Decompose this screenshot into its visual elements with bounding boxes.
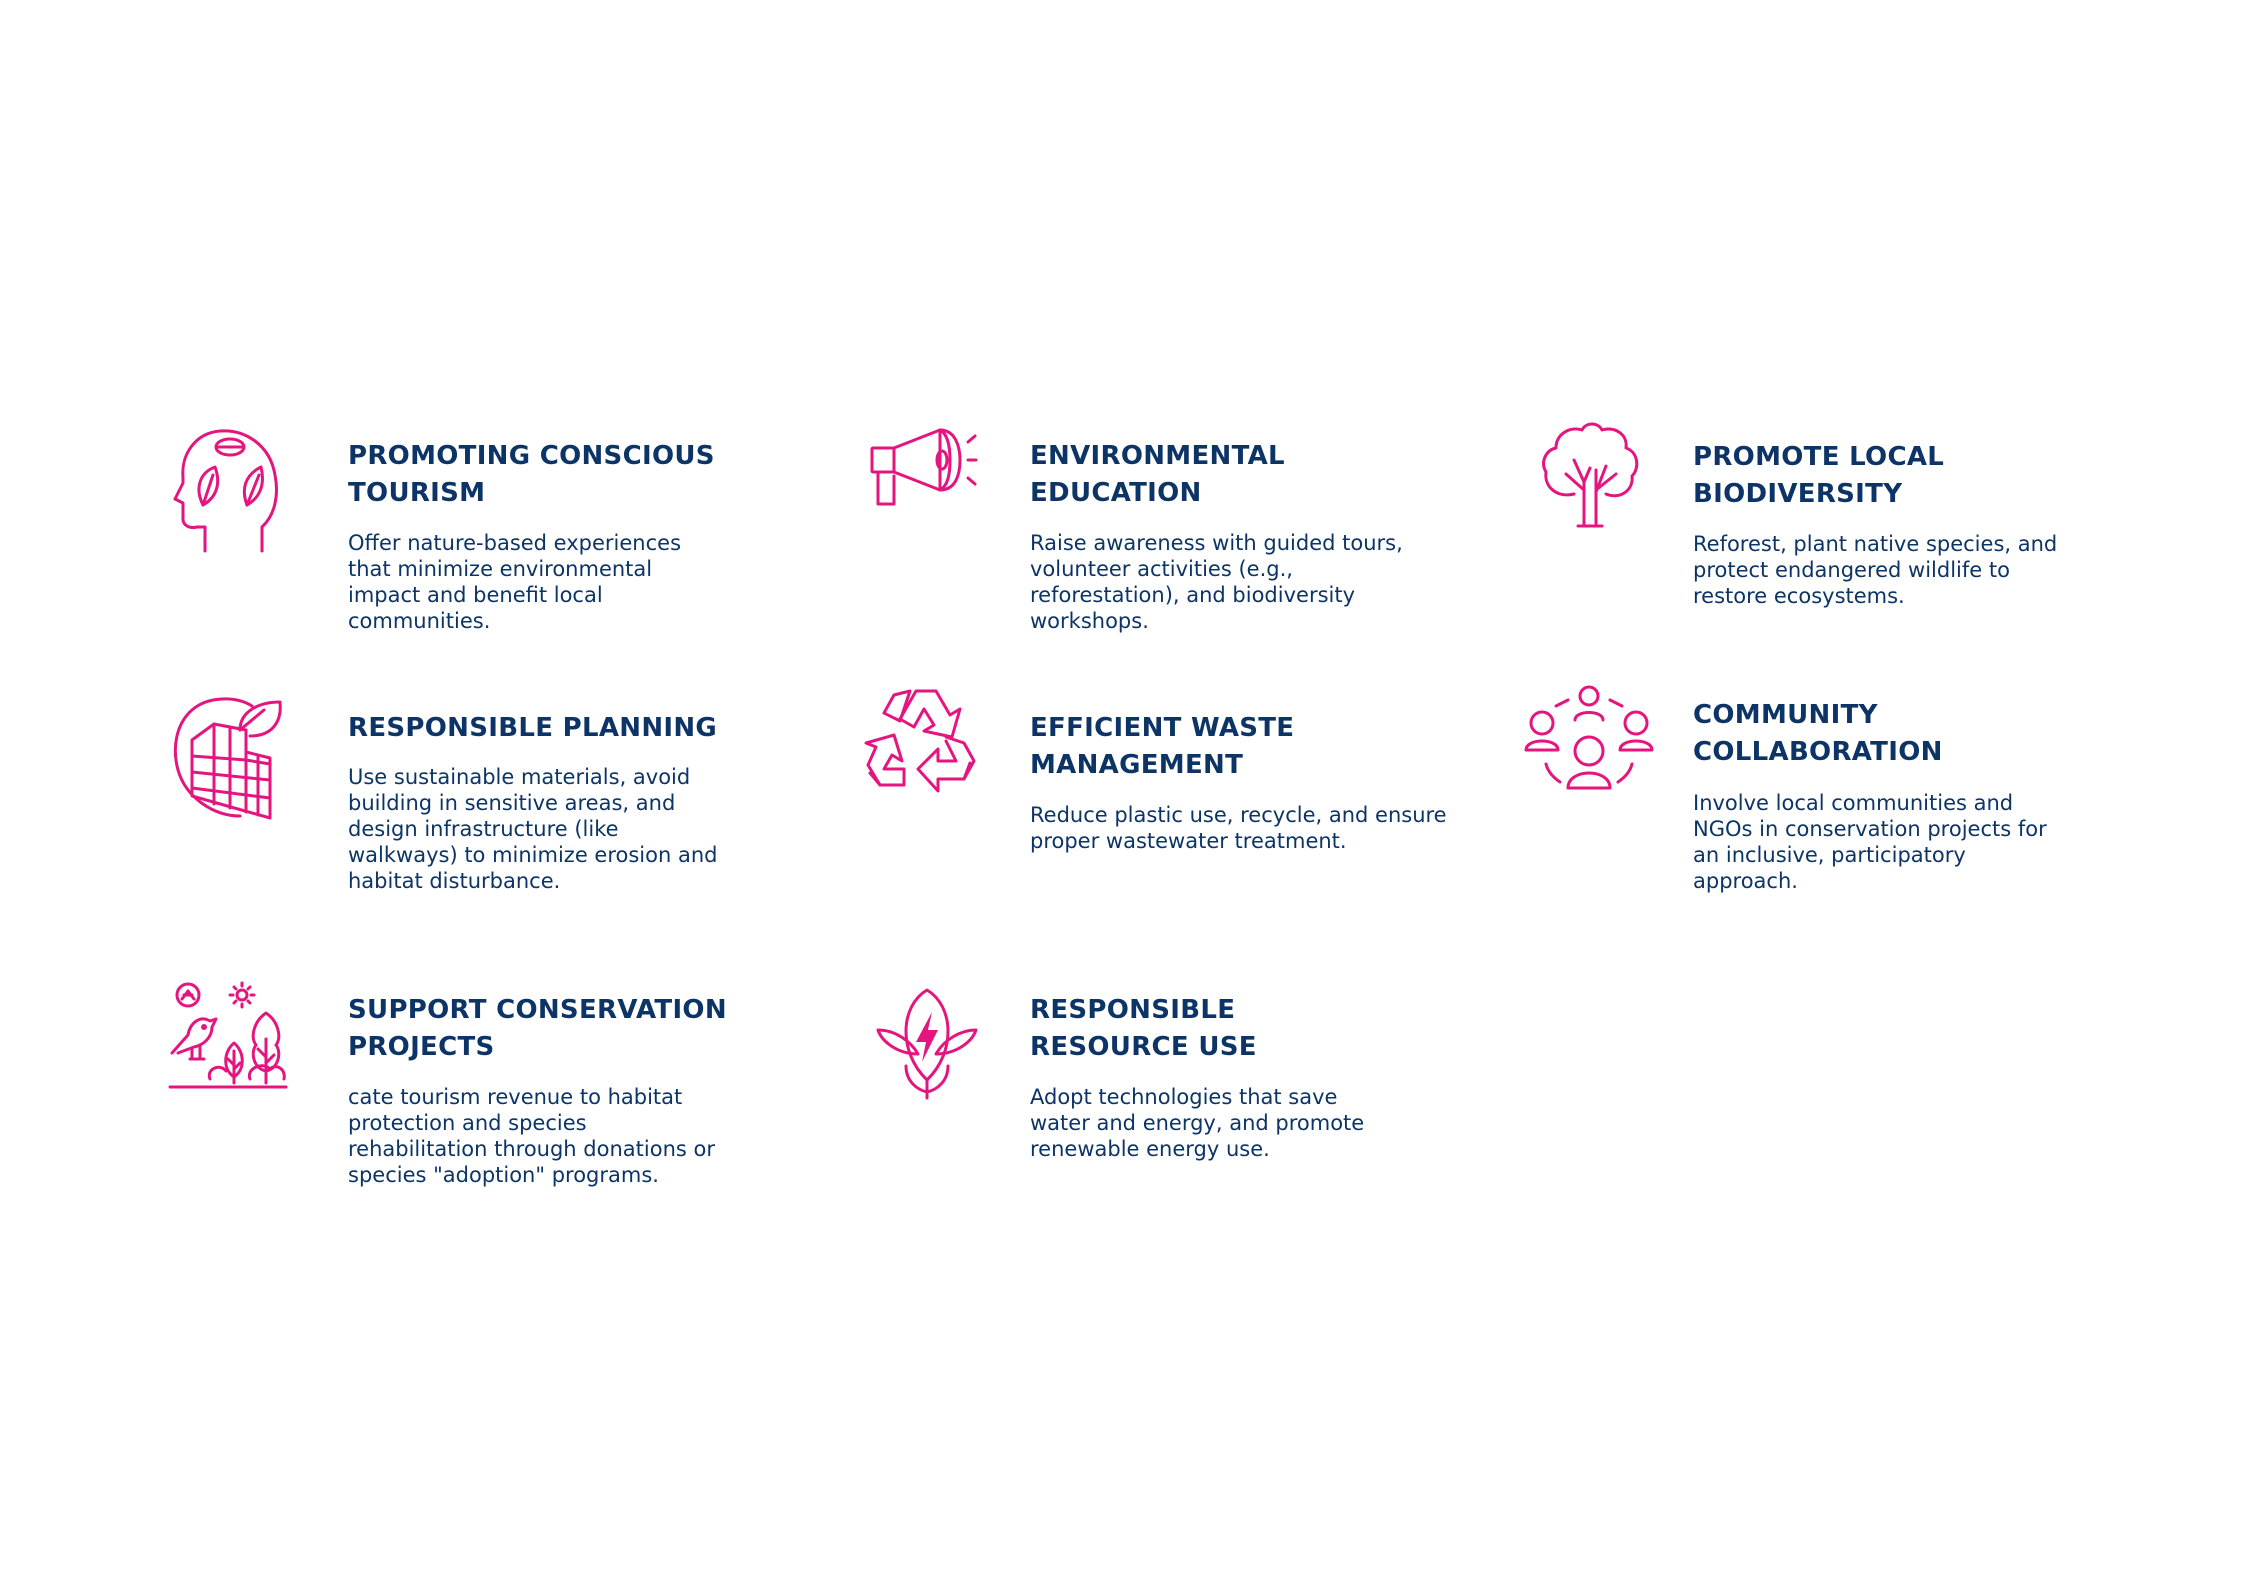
item-title: PROMOTING CONSCIOUS TOURISM xyxy=(348,441,715,508)
tree-icon xyxy=(1540,420,1640,528)
item-description: Adopt technologies that save water and e… xyxy=(1030,1085,1365,1161)
head-leaves-icon xyxy=(173,427,278,553)
green-building-icon xyxy=(173,697,284,822)
item-title: RESPONSIBLE RESOURCE USE xyxy=(1030,995,1257,1062)
megaphone-icon xyxy=(868,420,978,508)
nature-bird-trees-icon xyxy=(168,981,288,1089)
item-title: ENVIRONMENTAL EDUCATION xyxy=(1030,441,1285,508)
item-title: PROMOTE LOCAL BIODIVERSITY xyxy=(1693,442,1945,509)
item-title: RESPONSIBLE PLANNING xyxy=(348,713,718,743)
item-description: Reforest, plant native species, and prot… xyxy=(1693,532,2058,608)
item-description: Involve local communities and NGOs in co… xyxy=(1693,791,2047,893)
item-description: Use sustainable materials, avoid buildin… xyxy=(348,765,718,893)
item-title: EFFICIENT WASTE MANAGEMENT xyxy=(1030,713,1295,780)
item-description: Reduce plastic use, recycle, and ensure … xyxy=(1030,803,1447,853)
item-description: cate tourism revenue to habitat protecti… xyxy=(348,1085,715,1187)
item-title: SUPPORT CONSERVATION PROJECTS xyxy=(348,995,727,1062)
item-description: Offer nature-based experiences that mini… xyxy=(348,531,682,633)
item-title: COMMUNITY COLLABORATION xyxy=(1693,700,1943,767)
community-people-icon xyxy=(1524,685,1654,790)
item-description: Raise awareness with guided tours, volun… xyxy=(1030,531,1403,633)
leaf-energy-icon xyxy=(876,988,978,1100)
recycle-icon xyxy=(864,685,976,793)
